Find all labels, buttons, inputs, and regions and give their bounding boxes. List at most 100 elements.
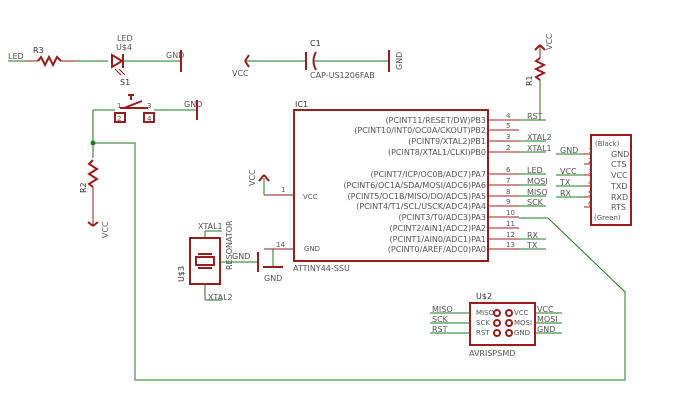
ftdi-pin-label: RTS	[611, 203, 626, 212]
ic1-gnd-pin-label: GND	[304, 245, 320, 253]
ftdi-pin-label: VCC	[611, 171, 628, 180]
ftdi-pin-number: 2	[588, 157, 592, 165]
resonator-xtal2-label: XTAL2	[208, 293, 233, 302]
r2-ref-label: R2	[79, 182, 88, 193]
led-gnd-label: GND	[166, 51, 184, 60]
ftdi-net-label: RX	[560, 189, 572, 198]
ic1-pin-number: 6	[506, 166, 511, 174]
ic1-net-label: MISO	[527, 188, 548, 197]
isp-left-net-label: SCK	[432, 315, 449, 324]
resistor-r2: R2 VCC	[79, 140, 110, 238]
led-circuit: LED R3 LED U$4 GND	[8, 34, 184, 76]
capacitor-circuit: VCC C1 CAP-US1206FAB GND	[232, 39, 404, 80]
r2-vcc-arrow	[87, 221, 94, 227]
resonator-body	[189, 237, 221, 285]
isp-left-pin-label: MISO	[476, 309, 495, 317]
ic1-pin-number: 4	[506, 112, 511, 120]
cap-ref-label: C1	[310, 39, 321, 48]
ic1-net-label: RST	[527, 112, 543, 121]
isp-pin-circle	[505, 309, 513, 317]
isp-body	[469, 302, 536, 346]
ic1-pin-label: (PCINT5/OC1B/MISO/DO/ADC5)PA5	[348, 192, 487, 201]
ic1-net-label: RX	[527, 231, 539, 240]
ic1-pin-number: 10	[506, 209, 515, 217]
resonator-xtal1-label: XTAL1	[198, 222, 223, 231]
ftdi-top-label: (Black)	[595, 140, 620, 148]
s1-pad-2	[114, 112, 126, 123]
ftdi-pin-label: RXD	[611, 193, 628, 202]
resonator-crystal	[195, 256, 215, 266]
reset-net-wire	[93, 142, 626, 381]
isp-right-pin-label: VCC	[514, 309, 529, 317]
ic1-pin-label: (PCINT1/AIN0/ADC1)PA1	[390, 235, 486, 244]
ic1-gnd-net-label: GND	[264, 274, 282, 283]
cap-vcc-label: VCC	[232, 69, 249, 78]
r3-resistor-symbol	[37, 54, 62, 68]
isp-value-label: AVRISPSMD	[469, 349, 515, 358]
isp-ref-label: U$2	[476, 292, 492, 301]
led-diode-symbol	[111, 53, 124, 69]
s1-pin3: 3	[147, 102, 151, 110]
ic1-attiny44: IC1 ATTINY44-SSU VCC 1 VCC GND 14 GND (P…	[248, 100, 552, 283]
r2-vcc-label: VCC	[101, 221, 110, 238]
ic1-pin-number: 3	[506, 133, 510, 141]
ic1-pin-number: 7	[506, 177, 510, 185]
ic1-pin-label: (PCINT9/XTAL2)PB1	[408, 137, 486, 146]
r1-vcc-label: VCC	[545, 33, 554, 50]
ic1-pin-label: (PCINT2/AIN1/ADC2)PA2	[390, 224, 486, 233]
isp-pin-circle	[505, 329, 513, 337]
r1-resistor-symbol	[533, 57, 547, 81]
s1-ref-label: S1	[120, 78, 130, 87]
isp-pin-circle	[493, 329, 501, 337]
ftdi-pin-number: 5	[588, 190, 592, 198]
ic1-pin-label: (PCINT8/XTAL1/CLKI)PB0	[388, 148, 486, 157]
r2-vcc-arrow	[92, 221, 99, 227]
ftdi-net-label: GND	[560, 146, 578, 155]
isp-right-net-label: VCC	[537, 305, 554, 314]
isp-left-net-label: MISO	[432, 305, 453, 314]
ftdi-net-label: TX	[559, 178, 571, 187]
s1-pad-4	[143, 112, 155, 123]
s1-pin4: 4	[147, 115, 152, 123]
cap-gnd-label: GND	[395, 52, 404, 70]
ftdi-pin-number: 6	[588, 200, 593, 208]
r1-vcc-arrow	[534, 44, 541, 51]
ic1-pin-number: 13	[506, 241, 515, 249]
cap-vcc-arrow	[244, 60, 250, 68]
ic1-vcc-pin-label: VCC	[303, 193, 318, 201]
resistor-r1: VCC R1	[525, 33, 554, 118]
ic1-vcc-net-label: VCC	[248, 169, 257, 186]
ic1-pin1-num: 1	[281, 186, 285, 194]
isp-right-net-label: GND	[537, 325, 555, 334]
ic1-vcc-arrow	[258, 174, 265, 182]
r1-ref-label: R1	[525, 75, 534, 86]
resonator-ref-label: U$3	[177, 266, 186, 282]
ic1-pin-label: (PCINT4/T1/SCL/USCK/ADC4)PA4	[356, 202, 486, 211]
ic1-ref-label: IC1	[295, 100, 308, 109]
ic1-net-label: MOSI	[527, 177, 548, 186]
ic1-pin-label: (PCINT3/T0/ADC3)PA3	[398, 213, 486, 222]
isp-right-net-label: MOSI	[537, 315, 558, 324]
ic1-pin-number: 11	[506, 220, 515, 228]
cap-value-label: CAP-US1206FAB	[310, 71, 375, 80]
isp-pin-circle	[493, 309, 501, 317]
ic1-net-label: XTAL1	[527, 144, 552, 153]
isp-pin-circle	[505, 319, 513, 327]
ftdi-net-label: VCC	[560, 167, 577, 176]
ic1-pin-label: (PCINT6/OC1A/SDA/MOSI/ADC6)PA6	[343, 181, 486, 190]
s1-pin1: 1	[117, 102, 121, 110]
resonator-u3: XTAL1 U$3 RESONATOR GND XTAL2	[177, 220, 259, 302]
led-emission-arrow	[118, 68, 126, 76]
isp-pin-circle	[493, 319, 501, 327]
ftdi-pin-number: 1	[588, 147, 592, 155]
ftdi-pin-number: 3	[588, 168, 592, 176]
ic1-pin14-num: 14	[276, 241, 285, 249]
ic1-pin-number: 12	[506, 231, 515, 239]
ftdi-bottom-label: (Green)	[594, 214, 621, 222]
ic1-pin-label: (PCINT11/RESET/DW)PB3	[385, 116, 486, 125]
